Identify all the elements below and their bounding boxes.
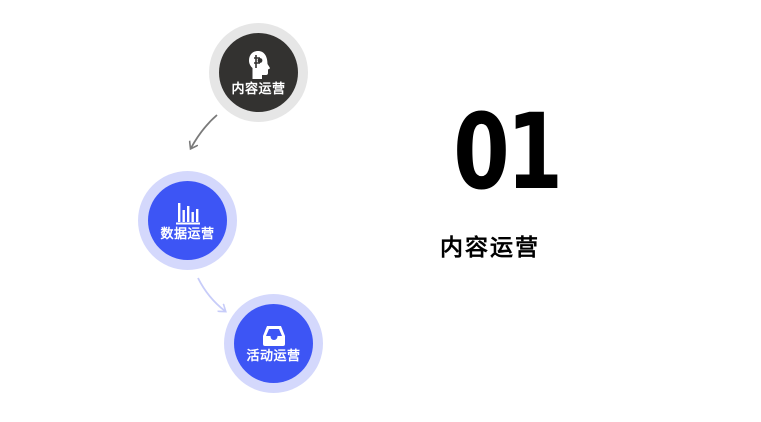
bar-chart-icon bbox=[175, 202, 200, 224]
section-number: 01 bbox=[453, 91, 563, 213]
arrow-data-to-activity bbox=[197, 277, 225, 311]
node-label: 活动运营 bbox=[246, 348, 301, 364]
head-profile-icon bbox=[248, 50, 270, 79]
inbox-tray-icon bbox=[262, 325, 285, 346]
section-title: 内容运营 bbox=[440, 235, 540, 261]
node-label: 数据运营 bbox=[160, 226, 215, 242]
node-core: 内容运营 bbox=[219, 33, 298, 112]
node-content-operations[interactable]: 内容运营 bbox=[209, 23, 308, 122]
node-label: 内容运营 bbox=[231, 81, 286, 97]
node-core: 活动运营 bbox=[234, 304, 313, 383]
node-data-operations[interactable]: 数据运营 bbox=[138, 171, 237, 270]
arrow-content-to-data bbox=[191, 114, 218, 148]
node-core: 数据运营 bbox=[148, 181, 227, 260]
node-activity-operations[interactable]: 活动运营 bbox=[224, 294, 323, 393]
